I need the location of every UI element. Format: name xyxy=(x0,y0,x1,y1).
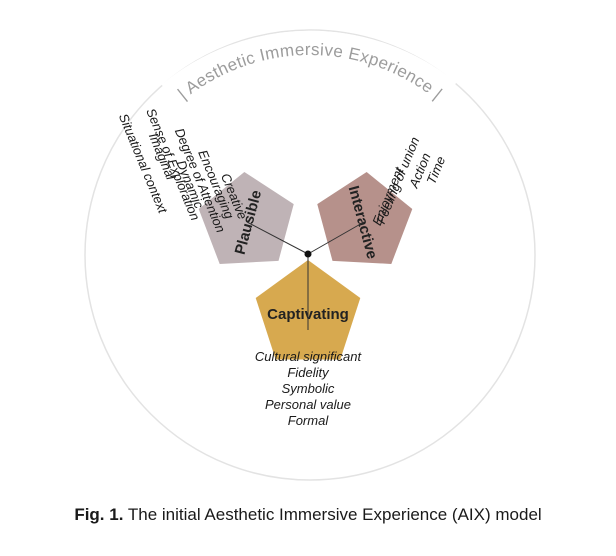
figure-caption: Fig. 1. The initial Aesthetic Immersive … xyxy=(0,505,616,525)
title-gap xyxy=(161,30,457,96)
aix-model-diagram: | Aesthetic Immersive Experience | Plaus… xyxy=(84,29,536,481)
figure-caption-label: Fig. 1. xyxy=(74,505,124,524)
captivating-item: Personal value xyxy=(265,397,351,412)
captivating-item: Formal xyxy=(288,413,330,428)
center-dot xyxy=(304,250,312,258)
interactive-pentagon xyxy=(317,172,413,264)
plausible-pentagon xyxy=(198,172,294,264)
connector-plausible xyxy=(246,221,309,255)
figure-caption-text: The initial Aesthetic Immersive Experien… xyxy=(123,505,542,524)
connector-interactive xyxy=(307,221,365,255)
outer-circle xyxy=(84,29,536,481)
outer-title: | Aesthetic Immersive Experience | xyxy=(174,40,446,103)
captivating-item: Cultural significant xyxy=(255,349,363,364)
captivating-item: Symbolic xyxy=(282,381,335,396)
captivating-item: Fidelity xyxy=(287,365,330,380)
